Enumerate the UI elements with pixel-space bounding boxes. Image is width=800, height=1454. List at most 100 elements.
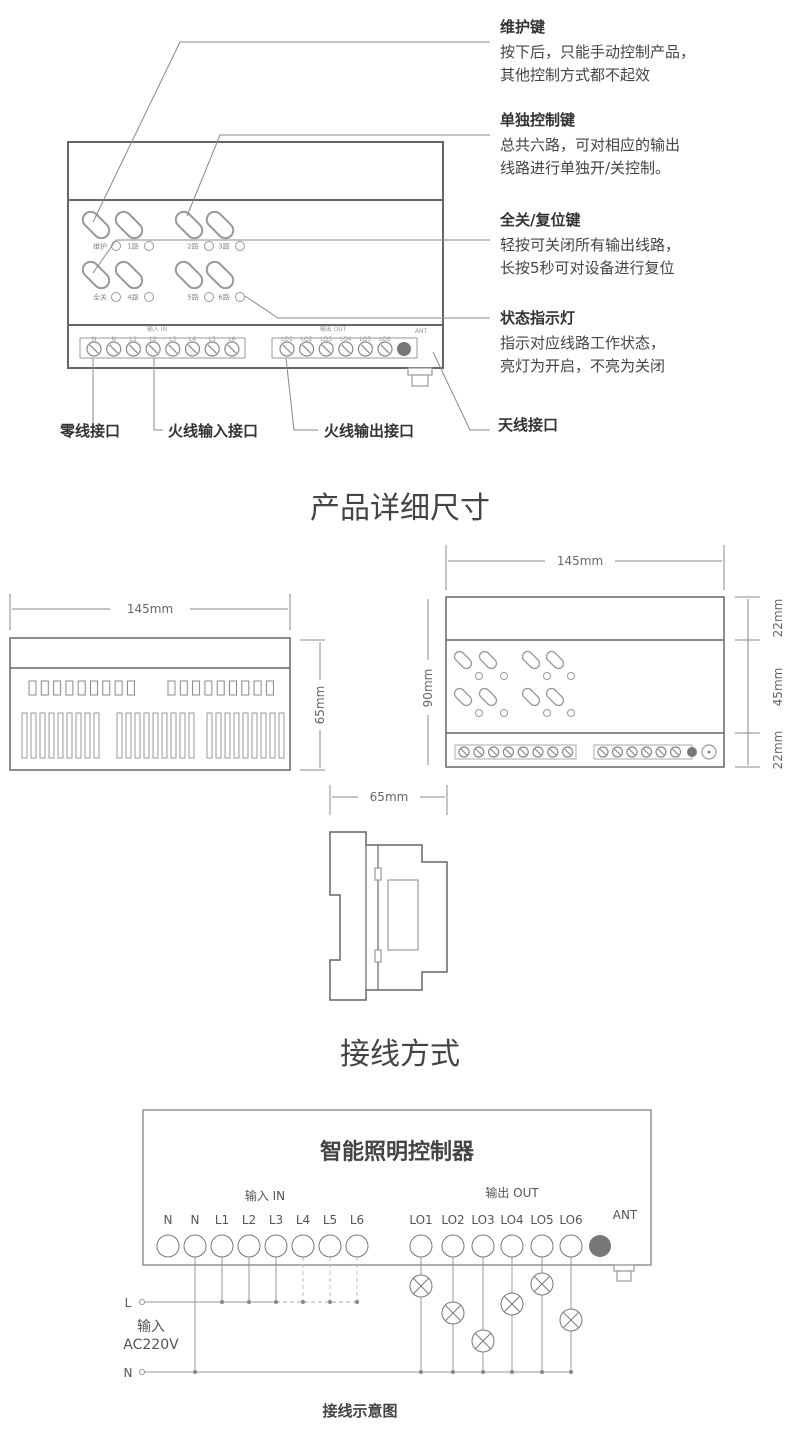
vent-slot bbox=[66, 712, 73, 759]
bottom-section-dimension: 22mm bbox=[771, 731, 785, 770]
screw-slot bbox=[614, 748, 621, 756]
control-button bbox=[205, 210, 235, 240]
output-terminal-label: LO5 bbox=[360, 336, 372, 343]
callout-title: 维护键 bbox=[500, 18, 545, 36]
control-button bbox=[478, 687, 498, 707]
wiring-input-terminal bbox=[318, 1234, 342, 1258]
input-terminal-label: L4 bbox=[189, 336, 196, 343]
vent-slot bbox=[224, 712, 231, 759]
neutral-port-label: 零线接口 bbox=[59, 422, 120, 440]
antenna-connector bbox=[407, 367, 433, 387]
wiring-input-label: L4 bbox=[296, 1213, 310, 1227]
wiring-input-label: N bbox=[164, 1213, 173, 1227]
vent-slot bbox=[269, 712, 276, 759]
output-header: 输出 OUT bbox=[320, 325, 347, 333]
wiring-output-terminal bbox=[471, 1234, 495, 1258]
button-label: 1路 bbox=[127, 242, 138, 251]
junction-dot bbox=[451, 1370, 455, 1374]
screw-slot bbox=[475, 748, 483, 756]
screw-slot bbox=[564, 748, 572, 756]
front-view: 145mm 65mm bbox=[9, 594, 327, 771]
status-led bbox=[475, 709, 483, 717]
input-terminal-label: L5 bbox=[209, 336, 216, 343]
callout-description: 轻按可关闭所有输出线路， bbox=[500, 236, 680, 254]
wiring-input-label: N bbox=[191, 1213, 200, 1227]
screw-slot bbox=[187, 344, 198, 354]
n-terminal-label: N bbox=[124, 1366, 133, 1380]
controller-title: 智能照明控制器 bbox=[320, 1139, 475, 1165]
vent-slot bbox=[21, 712, 28, 759]
vent-slot bbox=[48, 712, 55, 759]
width-dimension-top: 145mm bbox=[557, 554, 603, 568]
vent-window bbox=[53, 680, 62, 696]
vent-window bbox=[241, 680, 250, 696]
live-input-port-label: 火线输入接口 bbox=[168, 422, 258, 440]
screw-slot bbox=[207, 344, 217, 354]
vent-slot bbox=[251, 712, 258, 759]
vent-slot bbox=[242, 712, 249, 759]
input-terminal-label: L2 bbox=[150, 336, 157, 343]
screw-slot bbox=[301, 344, 312, 354]
output-terminal-label: LO4 bbox=[340, 336, 352, 343]
vent-slot bbox=[125, 712, 132, 759]
button-label: 4路 bbox=[127, 293, 138, 302]
output-terminal-label: LO6 bbox=[379, 336, 391, 343]
input-terminal-label: N bbox=[111, 336, 116, 343]
junction-dot bbox=[193, 1370, 197, 1374]
vent-slot bbox=[215, 712, 222, 759]
wiring-output-terminal bbox=[500, 1234, 524, 1258]
wiring-output-label: LO2 bbox=[441, 1213, 464, 1227]
vent-slot bbox=[278, 712, 285, 759]
vent-window bbox=[229, 680, 237, 696]
input-header: 输入 IN bbox=[147, 325, 167, 333]
vent-slot bbox=[30, 712, 37, 759]
output-terminal-label: LO1 bbox=[281, 336, 293, 343]
wiring-input-terminal bbox=[183, 1234, 207, 1258]
wiring-output-label: LO3 bbox=[471, 1213, 494, 1227]
callout-title: 全关/复位键 bbox=[499, 211, 580, 229]
output-terminal-label: LO3 bbox=[320, 336, 332, 343]
screw-slot bbox=[534, 748, 542, 756]
status-led bbox=[204, 292, 214, 302]
control-button bbox=[174, 260, 204, 290]
wiring-input-terminal bbox=[237, 1234, 261, 1258]
control-button bbox=[521, 687, 541, 707]
wiring-output-terminal bbox=[441, 1234, 465, 1258]
callout-description: 亮灯为开启，不亮为关闭 bbox=[500, 357, 665, 375]
control-button bbox=[545, 687, 565, 707]
wiring-input-label: L1 bbox=[215, 1213, 229, 1227]
input-terminal-block bbox=[79, 337, 246, 359]
vent-slot bbox=[143, 712, 150, 759]
status-led bbox=[500, 709, 508, 717]
control-button bbox=[453, 650, 473, 670]
screw-slot bbox=[504, 748, 512, 756]
vent-slot bbox=[233, 712, 240, 759]
vent-slot bbox=[116, 712, 123, 759]
screw-slot bbox=[460, 748, 468, 756]
junction-dot bbox=[569, 1370, 573, 1374]
callout-description: 总共六路，可对相应的输出 bbox=[500, 136, 680, 154]
input-terminal-label: L1 bbox=[130, 336, 137, 343]
wiring-input-terminal bbox=[210, 1234, 234, 1258]
wiring-output-terminal bbox=[409, 1234, 433, 1258]
vent-slot bbox=[75, 712, 82, 759]
junction-dot bbox=[247, 1300, 251, 1304]
wiring-antenna-socket bbox=[589, 1235, 611, 1257]
status-led bbox=[144, 292, 154, 302]
status-led bbox=[543, 709, 551, 717]
junction-dot bbox=[220, 1300, 224, 1304]
wiring-output-terminal bbox=[530, 1234, 554, 1258]
screw-slot bbox=[109, 344, 119, 354]
button-label: 2路 bbox=[187, 242, 198, 251]
lamp-cross bbox=[504, 1296, 520, 1312]
wiring-output-label: LO1 bbox=[409, 1213, 432, 1227]
antenna-socket bbox=[687, 747, 697, 757]
screw-slot bbox=[128, 344, 139, 354]
vent-window bbox=[167, 680, 176, 696]
callout-title: 状态指示灯 bbox=[500, 309, 575, 327]
screw-slot bbox=[519, 748, 527, 756]
vent-window bbox=[216, 680, 225, 696]
wiring-input-terminal bbox=[264, 1234, 288, 1258]
input-terminal-label: L6 bbox=[228, 336, 235, 343]
